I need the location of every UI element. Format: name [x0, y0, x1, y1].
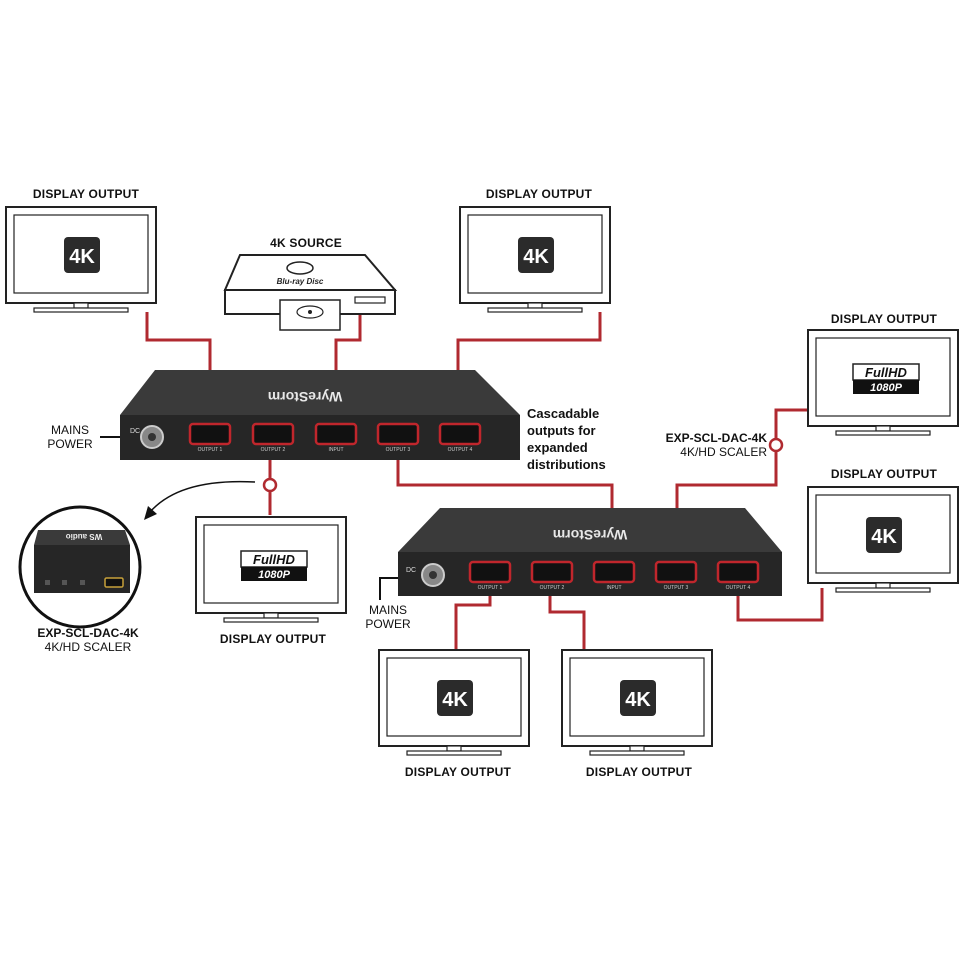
fullhd-badge-text: FullHD — [253, 552, 295, 567]
hdmi-port-input[interactable]: INPUT — [314, 422, 358, 453]
port-label: OUTPUT 4 — [448, 447, 473, 453]
cable-splitter2-out4-tv5 — [736, 580, 824, 622]
hdmi-port-output-3[interactable]: OUTPUT 3 — [654, 560, 698, 591]
mains-power-line2: POWER — [365, 617, 411, 631]
port-label: OUTPUT 2 — [261, 447, 286, 453]
port-label: INPUT — [607, 585, 622, 591]
bluray-logo: Blu-ray Disc — [277, 261, 324, 286]
uhd-badge-text: 4K — [871, 526, 897, 548]
fullhd-resolution-text: 1080P — [258, 569, 290, 581]
scaler-desc: 4K/HD SCALER — [44, 640, 132, 654]
port-label: OUTPUT 1 — [478, 585, 503, 591]
fullhd-badge-text: FullHD — [865, 365, 907, 380]
scaler-brand-logo: WS audio — [66, 532, 103, 541]
uhd-badge-text: 4K — [625, 689, 651, 711]
uhd-badge-text: 4K — [442, 689, 468, 711]
scaler-label-right: EXP-SCL-DAC-4K 4K/HD SCALER — [666, 431, 767, 459]
hdmi-port-output-2[interactable]: OUTPUT 2 — [530, 560, 574, 591]
mains-power-label-1: MAINS POWER — [40, 423, 100, 451]
mains-power-label-2: MAINS POWER — [358, 603, 418, 631]
splitter-brand-logo: WyreStorm — [553, 527, 627, 543]
port-label: OUTPUT 4 — [726, 585, 751, 591]
scaler-marker-left — [262, 477, 278, 493]
source-label: 4K SOURCE — [270, 236, 342, 250]
hdmi-port-input[interactable]: INPUT — [592, 560, 636, 591]
display-5: 4K — [807, 486, 959, 593]
dc-label: DC — [406, 567, 416, 574]
uhd-badge — [518, 237, 554, 273]
display-6: 4K — [378, 649, 530, 756]
bluray-player: Blu-ray Disc — [223, 254, 398, 331]
splitter-1-ports: OUTPUT 1 OUTPUT 2 INPUT OUTPUT 3 OUTPUT … — [188, 422, 482, 453]
hdmi-port-output-1[interactable]: OUTPUT 1 — [188, 422, 232, 453]
splitter-brand-logo: WyreStorm — [268, 389, 342, 405]
display-3-label: DISPLAY OUTPUT — [219, 632, 327, 646]
splitter-1: WyreStorm DC OUTPUT 1 OUTPUT 2 INPUT OUT… — [120, 370, 520, 460]
scaler-hdmi-port — [104, 577, 124, 588]
hdmi-port-output-4[interactable]: OUTPUT 4 — [716, 560, 760, 591]
scaler-label-left: EXP-SCL-DAC-4K 4K/HD SCALER — [37, 626, 138, 654]
splitter-2: WyreStorm DC OUTPUT 1 OUTPUT 2 INPUT OUT… — [398, 508, 782, 596]
uhd-badge-text: 4K — [69, 246, 95, 268]
display-4-label: DISPLAY OUTPUT — [830, 312, 938, 326]
port-label: OUTPUT 3 — [664, 585, 689, 591]
port-label: OUTPUT 3 — [386, 447, 411, 453]
scaler-model: EXP-SCL-DAC-4K — [665, 431, 767, 445]
scaler-model: EXP-SCL-DAC-4K — [37, 626, 139, 640]
display-7-label: DISPLAY OUTPUT — [585, 765, 693, 779]
display-4: FullHD 1080P — [807, 329, 959, 436]
uhd-badge-text: 4K — [523, 246, 549, 268]
display-5-label: DISPLAY OUTPUT — [830, 467, 938, 481]
mains-power-line1: MAINS — [368, 603, 407, 617]
scaler-markers — [262, 437, 784, 493]
scaler-marker-right — [768, 437, 784, 453]
hdmi-port-output-2[interactable]: OUTPUT 2 — [251, 422, 295, 453]
port-label: OUTPUT 2 — [540, 585, 565, 591]
fullhd-resolution-text: 1080P — [870, 382, 902, 394]
mains-power-line2: POWER — [47, 437, 93, 451]
hdmi-port-output-3[interactable]: OUTPUT 3 — [376, 422, 420, 453]
hdmi-port-output-1[interactable]: OUTPUT 1 — [468, 560, 512, 591]
fullhd-badge: FullHD 1080P — [852, 363, 920, 394]
uhd-badge — [620, 680, 656, 716]
scaler-desc: 4K/HD SCALER — [680, 445, 767, 459]
scaler-arrow — [144, 480, 256, 520]
display-6-label: DISPLAY OUTPUT — [404, 765, 512, 779]
cascade-note: Cascadable outputs for expanded distribu… — [527, 406, 606, 472]
port-label: INPUT — [329, 447, 344, 453]
port-label: OUTPUT 1 — [198, 447, 223, 453]
display-2: 4K — [459, 206, 611, 313]
display-1: 4K — [5, 206, 157, 313]
uhd-badge — [64, 237, 100, 273]
splitter-2-ports: OUTPUT 1 OUTPUT 2 INPUT OUTPUT 3 OUTPUT … — [468, 560, 760, 591]
scaler-bubble: WS audio — [18, 505, 142, 629]
display-3: FullHD 1080P — [195, 516, 347, 623]
bluray-logo-text: Blu-ray Disc — [277, 277, 324, 286]
uhd-badge — [437, 680, 473, 716]
dc-label: DC — [130, 428, 140, 435]
display-7: 4K — [561, 649, 713, 756]
uhd-badge — [866, 517, 902, 553]
fullhd-badge: FullHD 1080P — [240, 550, 308, 581]
display-1-label: DISPLAY OUTPUT — [32, 187, 140, 201]
mains-power-line1: MAINS — [50, 423, 89, 437]
hdmi-port-output-4[interactable]: OUTPUT 4 — [438, 422, 482, 453]
display-2-label: DISPLAY OUTPUT — [485, 187, 593, 201]
